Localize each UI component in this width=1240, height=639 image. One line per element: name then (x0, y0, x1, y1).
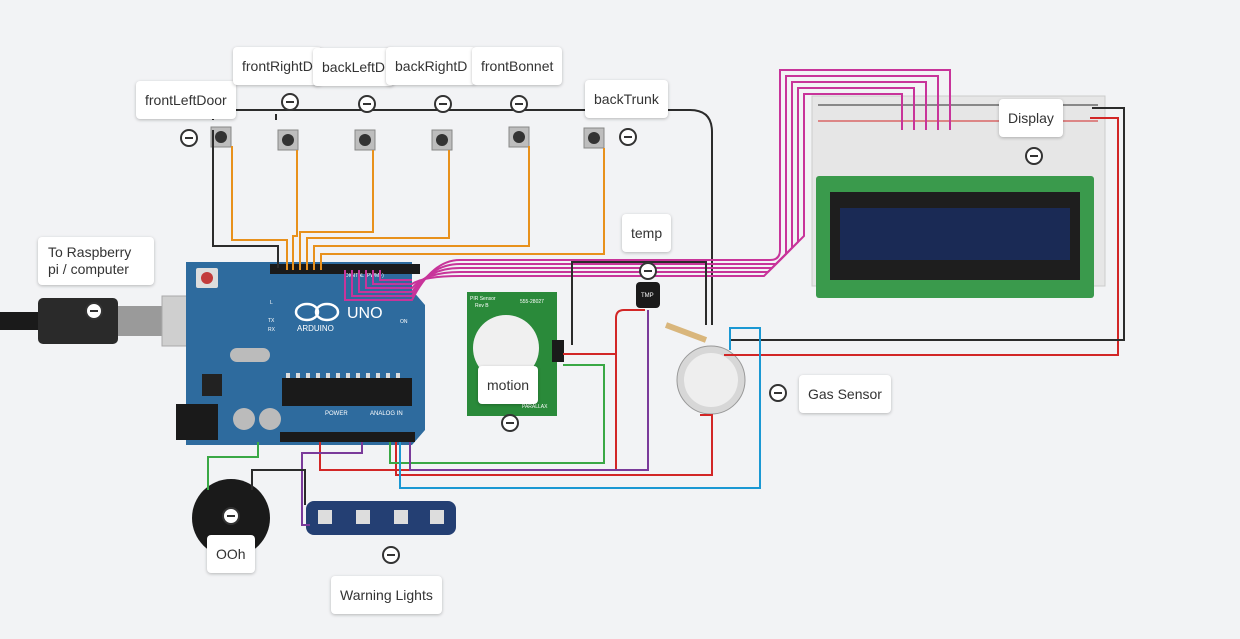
wires-lcd-magenta[interactable] (344, 69, 951, 301)
annotation-minus-icon-warning-lights[interactable] (382, 546, 400, 564)
arduino-model: UNO (347, 305, 383, 322)
annotation-minus-icon-front-right-door[interactable] (281, 93, 299, 111)
digital-header-label: DIGITAL (PWM~) (345, 273, 384, 279)
annotation-minus-icon-temp[interactable] (639, 262, 657, 280)
wire-signal-purple[interactable] (301, 310, 649, 526)
pushbutton-front-left-door[interactable] (210, 126, 232, 148)
annotation-minus-icon-motion[interactable] (501, 414, 519, 432)
power-header-label: POWER (325, 411, 348, 417)
on-led-label: ON (400, 319, 408, 325)
pir-code-text: 555-28027 (520, 299, 544, 305)
label-temp[interactable]: temp (622, 214, 672, 252)
wire-buttons-orange[interactable] (231, 146, 605, 270)
annotation-minus-icon-front-bonnet[interactable] (510, 95, 528, 113)
annotation-minus-icon-back-trunk[interactable] (619, 128, 637, 146)
lcd-display[interactable] (816, 176, 1094, 298)
pushbutton-back-left-door[interactable] (354, 129, 376, 151)
pushbutton-front-bonnet[interactable] (508, 126, 530, 148)
gas-sensor-body[interactable] (676, 345, 746, 415)
annotation-minus-icon-gas-sensor[interactable] (769, 384, 787, 402)
label-raspberry-pi[interactable]: To Raspberry pi / computer (38, 237, 154, 285)
neopixel-strip[interactable] (306, 501, 456, 535)
pushbutton-back-right-door[interactable] (431, 129, 453, 151)
tmp-text: TMP (641, 293, 654, 299)
wire-ground-bus[interactable] (212, 109, 713, 325)
tx-led-label: TX (268, 318, 275, 324)
annotation-minus-icon-front-left-door[interactable] (180, 129, 198, 147)
label-display[interactable]: Display (999, 99, 1063, 137)
l-led-label: L (270, 300, 273, 306)
label-front-right-door[interactable]: frontRightD (233, 47, 322, 85)
annotation-minus-icon-raspberry[interactable] (85, 302, 103, 320)
rx-led-label: RX (268, 327, 276, 333)
annotation-minus-icon-buzzer[interactable] (222, 507, 240, 525)
annotation-minus-icon-back-left-door[interactable] (358, 95, 376, 113)
label-front-bonnet[interactable]: frontBonnet (472, 47, 563, 85)
arduino-brand: ARDUINO (297, 324, 334, 333)
tmp-temperature-sensor[interactable] (636, 282, 660, 308)
wire-signal-blue[interactable] (399, 327, 761, 489)
annotation-minus-icon-display[interactable] (1025, 147, 1043, 165)
pushbutton-front-right-door[interactable] (277, 129, 299, 151)
wire-gnd-black-right[interactable] (571, 107, 1125, 345)
pir-maker-text: PARALLAX (522, 404, 548, 410)
arduino-uno-board[interactable] (176, 262, 425, 445)
pir-rev-text: Rev B (475, 303, 489, 309)
label-front-left-door[interactable]: frontLeftDoor (136, 81, 236, 119)
label-motion[interactable]: motion (478, 366, 539, 404)
label-buzzer[interactable]: OOh (207, 535, 255, 573)
label-warning-lights[interactable]: Warning Lights (331, 576, 442, 614)
wire-signal-green[interactable] (207, 364, 605, 490)
wire-buzzer-black[interactable] (251, 469, 306, 505)
label-back-left-door[interactable]: backLeftD (313, 48, 395, 86)
pir-part-text: PIR Sensor (470, 296, 496, 302)
analog-header-label: ANALOG IN (370, 411, 403, 417)
annotation-minus-icon-back-right-door[interactable] (434, 95, 452, 113)
label-back-right-door[interactable]: backRightD (386, 47, 477, 85)
pushbutton-back-trunk[interactable] (583, 127, 605, 149)
resistor[interactable] (664, 322, 708, 343)
label-gas-sensor[interactable]: Gas Sensor (799, 375, 891, 413)
label-back-trunk[interactable]: backTrunk (585, 80, 668, 118)
